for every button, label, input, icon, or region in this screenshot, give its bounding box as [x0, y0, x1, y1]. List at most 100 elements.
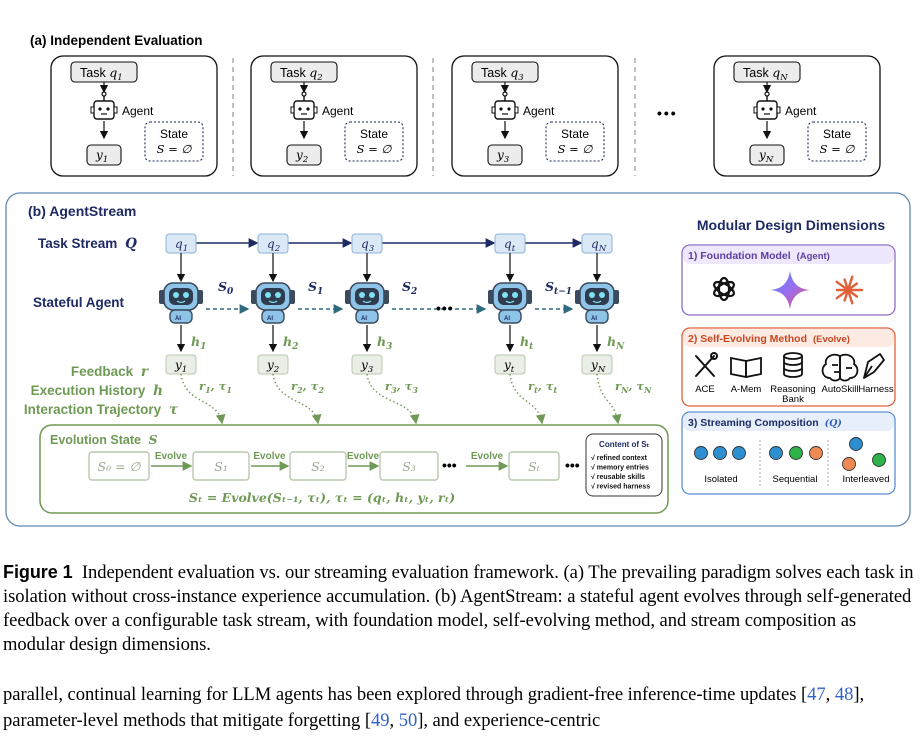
- content-item: √ revised harness: [591, 483, 650, 491]
- query-label: q1: [175, 237, 188, 254]
- composition-dot: [732, 446, 746, 460]
- evolution-state-value: S₁: [214, 459, 228, 474]
- panel-a-ellipsis: •••: [657, 105, 678, 121]
- body-text-2: ,: [825, 684, 835, 705]
- burst-ray: [835, 280, 850, 292]
- history-label: Execution History h: [31, 383, 163, 399]
- agent-icon: [491, 91, 519, 120]
- robot-eye: [512, 292, 518, 298]
- composition-label: Sequential: [773, 474, 818, 485]
- robot-body: [169, 309, 193, 324]
- robot-eye: [507, 107, 511, 111]
- feedback-arrow: [180, 373, 226, 425]
- robot-badge: AI: [591, 316, 597, 322]
- burst-ray: [835, 288, 850, 300]
- method-label: Bank: [782, 394, 804, 405]
- robot-smile: [176, 300, 186, 304]
- robot-eye: [106, 107, 110, 111]
- composition-dot: [769, 446, 783, 460]
- composition-dot: [789, 446, 803, 460]
- composition-label: Isolated: [704, 474, 737, 485]
- method-label: Harness: [858, 384, 894, 395]
- robot-eye: [275, 292, 281, 298]
- robot-eye: [599, 292, 605, 298]
- evolve-label: Evolve: [347, 451, 380, 462]
- citation-link[interactable]: 47: [807, 684, 826, 705]
- robot-head: [293, 100, 315, 120]
- agent-icon: [90, 91, 118, 120]
- state-value: S = ∅: [357, 142, 393, 156]
- state-box: [807, 121, 867, 162]
- task-stream-label: Task Stream Q: [38, 236, 137, 252]
- claude-logo-icon: [835, 275, 864, 305]
- citation-link[interactable]: 49: [371, 710, 390, 731]
- antenna-tip: [502, 91, 508, 97]
- self-evolving-title: 2) Self-Evolving Method (Evolve): [688, 333, 850, 345]
- body-text-5: ], and experience-centric: [417, 710, 601, 731]
- pen-icon: [863, 353, 885, 379]
- content-item: √ reusable skills: [591, 473, 645, 481]
- antenna-tip: [101, 91, 107, 97]
- robot-body: [498, 309, 522, 324]
- trajectory-label: Interaction Trajectory τ: [24, 402, 179, 418]
- query-label: q2: [267, 237, 280, 254]
- figure-caption: Figure 1 Independent evaluation vs. our …: [3, 560, 921, 657]
- robot-smile: [505, 300, 515, 304]
- feedback-label: Feedback r: [71, 364, 149, 380]
- robot-eye: [589, 292, 595, 298]
- method-label: A-Mem: [731, 384, 762, 395]
- content-of-state-box: [585, 433, 663, 497]
- method-label: ACE: [695, 384, 715, 395]
- feedback-arrow: [509, 373, 546, 425]
- robot-ear: [514, 106, 519, 114]
- evolution-state-cell: [508, 451, 560, 481]
- output-label: yN: [590, 358, 606, 375]
- streaming-composition-card: [681, 411, 896, 495]
- openai-logo-icon: [713, 276, 735, 302]
- robot-eye: [306, 107, 310, 111]
- feedback-arrow: [272, 373, 322, 425]
- citation-link[interactable]: 48: [834, 684, 854, 705]
- modular-title: Modular Design Dimensions: [697, 217, 885, 233]
- feedback-pair-label: r1, τ1: [199, 379, 232, 395]
- burst-ray: [846, 288, 854, 305]
- state-value: S = ∅: [558, 142, 594, 156]
- method-label: AutoSkill: [822, 384, 859, 395]
- robot-eye: [173, 292, 179, 298]
- citation-link[interactable]: 50: [398, 710, 418, 731]
- robot-ear: [113, 106, 118, 114]
- stateful-agent-icon: AI: [575, 282, 619, 324]
- composition-label: Interleaved: [842, 474, 889, 485]
- agent-label: Agent: [122, 104, 154, 118]
- body-text-1: parallel, continual learning for LLM age…: [3, 684, 808, 705]
- self-evolving-card: [681, 327, 896, 407]
- content-item: √ refined context: [591, 454, 648, 462]
- evolution-formula: Sₜ = Evolve(Sₜ₋₁, τₜ), τₜ = (qₜ, hₜ, yₜ,…: [189, 490, 455, 505]
- panel-a-title: (a) Independent Evaluation: [30, 33, 203, 48]
- robot-smile: [268, 300, 278, 304]
- robot-eye: [499, 107, 503, 111]
- feedback-arrow: [596, 373, 622, 425]
- stateful-agent-icon: AI: [159, 282, 203, 324]
- streaming-composition-title: 3) Streaming Composition (Q): [688, 417, 842, 429]
- method-label: Reasoning: [770, 384, 815, 395]
- history-label: ht: [520, 334, 534, 352]
- state-label: State: [160, 127, 188, 141]
- agent-icon: [290, 91, 318, 120]
- state-value: S = ∅: [157, 142, 193, 156]
- output-label: y2: [266, 358, 279, 375]
- evolution-state-cell: [289, 451, 347, 481]
- state-label: S1: [308, 279, 323, 297]
- state-box: [144, 121, 204, 162]
- robot-eye: [369, 292, 375, 298]
- robot-body: [585, 309, 609, 324]
- state-value: S = ∅: [820, 142, 856, 156]
- content-item: √ memory entries: [591, 464, 649, 472]
- evolve-label: Evolve: [155, 451, 188, 462]
- body-text-3: ], parameter-level methods that mitigate…: [3, 684, 865, 731]
- state-label: State: [360, 127, 388, 141]
- feedback-pair-label: r2, τ2: [291, 379, 324, 395]
